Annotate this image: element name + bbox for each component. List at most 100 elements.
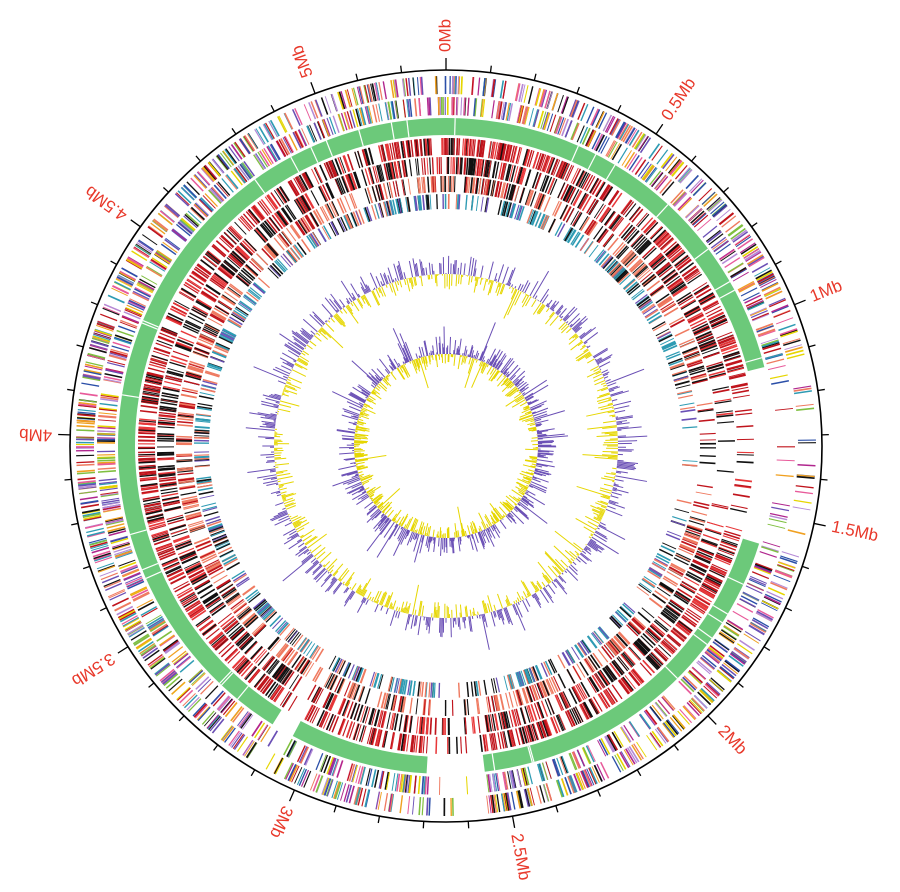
feature-mark: [697, 335, 714, 344]
feature-mark: [692, 560, 709, 569]
feature-mark: [406, 99, 410, 118]
feature-mark: [689, 369, 706, 376]
feature-mark: [566, 208, 575, 223]
feature-mark: [666, 604, 681, 616]
feature-mark: [688, 178, 703, 193]
feature-mark: [221, 329, 236, 338]
feature-mark: [248, 592, 261, 604]
feature-mark: [189, 526, 206, 533]
feature-mark: [255, 600, 268, 612]
feature-mark: [606, 260, 618, 273]
feature-mark: [195, 420, 211, 423]
feature-mark: [770, 581, 788, 591]
feature-mark: [212, 351, 227, 359]
feature-mark: [645, 221, 659, 236]
feature-mark: [302, 661, 313, 676]
feature-mark: [214, 539, 229, 547]
feature-mark: [547, 218, 556, 233]
feature-mark: [614, 611, 627, 623]
feature-mark: [344, 111, 351, 130]
feature-mark: [401, 179, 405, 196]
feature-mark: [698, 339, 716, 347]
feature-mark: [398, 733, 403, 751]
feature-mark: [537, 153, 545, 171]
feature-mark: [79, 490, 97, 495]
feature-mark: [136, 638, 153, 650]
feature-mark: [552, 758, 560, 777]
feature-mark: [676, 499, 692, 505]
feature-mark: [711, 504, 729, 510]
feature-mark: [129, 586, 147, 595]
feature-mark: [666, 244, 680, 257]
feature-mark: [667, 158, 681, 174]
feature-mark: [231, 600, 245, 611]
feature-mark: [536, 153, 544, 171]
feature-mark: [250, 206, 263, 221]
feature-mark: [657, 295, 672, 306]
feature-mark: [658, 644, 672, 657]
feature-mark: [568, 775, 576, 793]
feature-mark: [380, 144, 386, 162]
feature-mark: [543, 661, 551, 676]
feature-mark: [466, 138, 470, 156]
feature-mark: [531, 723, 538, 741]
feature-mark: [506, 202, 512, 218]
feature-mark: [694, 595, 711, 606]
feature-mark: [657, 297, 672, 308]
feature-mark: [656, 263, 671, 275]
feature-mark: [194, 458, 210, 461]
feature-mark: [649, 625, 664, 638]
feature-mark: [585, 657, 596, 672]
feature-mark: [263, 656, 276, 671]
feature-mark: [688, 314, 705, 324]
feature-mark: [562, 184, 572, 201]
feature-mark: [186, 566, 203, 576]
feature-mark: [397, 141, 402, 159]
feature-mark: [94, 556, 113, 564]
feature-mark: [253, 154, 265, 171]
feature-mark: [740, 287, 758, 297]
feature-mark: [386, 143, 392, 161]
feature-mark: [641, 607, 655, 619]
feature-mark: [631, 288, 644, 299]
feature-mark: [396, 198, 401, 214]
feature-mark: [557, 94, 564, 113]
feature-mark: [503, 675, 509, 691]
feature-mark: [394, 142, 399, 160]
feature-mark: [481, 140, 486, 158]
feature-mark: [324, 96, 332, 114]
feature-mark: [154, 662, 170, 675]
feature-mark: [584, 241, 594, 255]
feature-mark: [220, 615, 235, 628]
feature-mark: [89, 541, 108, 548]
feature-mark: [728, 654, 744, 667]
feature-mark: [541, 175, 550, 193]
feature-mark: [665, 533, 681, 541]
feature-mark: [220, 698, 233, 713]
feature-mark: [483, 178, 487, 195]
feature-mark: [239, 712, 251, 728]
feature-mark: [571, 646, 580, 661]
feature-mark: [105, 368, 124, 374]
feature-mark: [183, 184, 198, 199]
feature-mark: [745, 251, 762, 262]
feature-mark: [364, 207, 371, 222]
feature-mark: [634, 133, 646, 150]
feature-mark: [602, 667, 614, 683]
feature-mark: [621, 150, 632, 166]
feature-mark: [233, 168, 246, 184]
feature-mark: [697, 660, 713, 674]
feature-mark: [125, 621, 142, 632]
feature-mark: [566, 165, 575, 182]
feature-mark: [81, 508, 100, 514]
track-conserved-region-gap: [656, 204, 669, 218]
feature-mark: [296, 768, 306, 786]
feature-mark: [186, 278, 202, 289]
feature-mark: [239, 609, 253, 621]
feature-mark: [236, 246, 250, 259]
feature-mark: [181, 495, 198, 501]
feature-mark: [621, 653, 634, 667]
feature-mark: [312, 232, 321, 246]
feature-mark: [123, 572, 141, 581]
feature-mark: [139, 474, 157, 478]
